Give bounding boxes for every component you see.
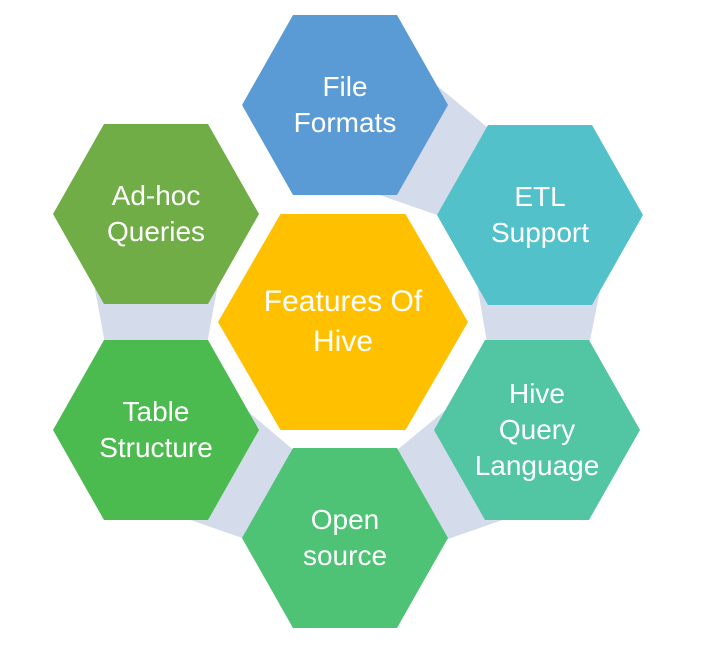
hexagon-etl-support: [437, 125, 643, 305]
hexagon-features-of-hive: [218, 214, 468, 430]
hexagon-table-structure: [53, 340, 259, 520]
hexagon-open-source: [242, 448, 448, 628]
hexagon-file-formats: [242, 15, 448, 195]
hexagon-ad-hoc-queries: [53, 124, 259, 304]
hexagon-hive-query-language: [434, 340, 640, 520]
